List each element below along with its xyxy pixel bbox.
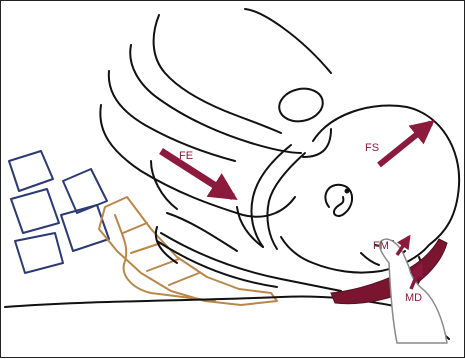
hand-finger-1	[154, 15, 281, 133]
maternal-outline	[5, 213, 449, 339]
birth-canal-curve	[167, 213, 237, 251]
vertebrae	[9, 151, 109, 273]
vertebra-2	[11, 189, 59, 233]
fm-label: FM	[373, 240, 389, 252]
vertebra-5	[15, 233, 63, 273]
vertebra-4	[61, 205, 109, 251]
fs-arrow	[379, 123, 431, 165]
fs-label: FS	[365, 142, 379, 154]
hand-finger-3	[109, 71, 235, 161]
md-label: MD	[405, 292, 422, 304]
fe-label: FE	[179, 150, 193, 162]
sacrum	[99, 197, 277, 305]
thumb-nail	[276, 85, 326, 125]
hand-finger-2	[130, 45, 301, 153]
vertebra-1	[9, 151, 53, 191]
vertebra-3	[63, 169, 107, 213]
hand-cuff	[245, 9, 331, 73]
fetal-skull	[281, 105, 459, 272]
